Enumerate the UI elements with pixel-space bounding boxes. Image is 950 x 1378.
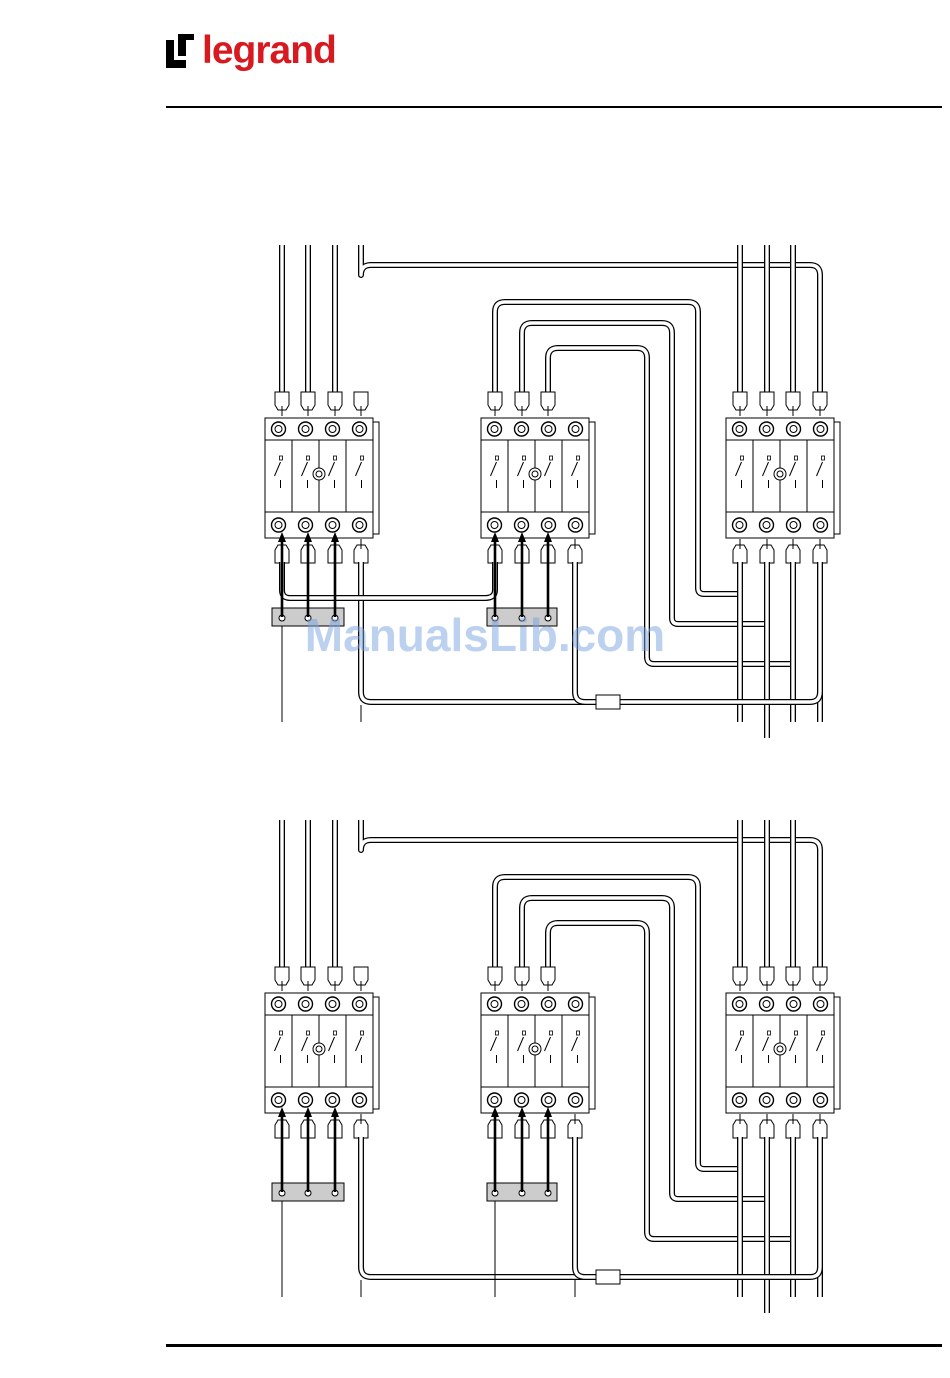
lower-wiring-diagram [265,820,840,1313]
neutral-connector [596,695,620,709]
cable-lug [354,392,368,416]
neutral-bridge-cable [361,245,820,392]
cable-lug [488,392,502,416]
cable-lug [328,392,342,416]
cable-lug [813,392,827,416]
cable-lug [813,1114,827,1138]
cable-lug [354,967,368,991]
cable-lug [275,967,289,991]
cable-lug [760,539,774,563]
upper-wiring-diagram [265,245,840,738]
cable-lug [733,1114,747,1138]
cable-lug [813,539,827,563]
neutral-return-cable [575,1137,596,1277]
cable-lug [786,392,800,416]
cable-lug [786,1114,800,1138]
cable-lug [786,967,800,991]
cable-lug [760,392,774,416]
cable-lug [733,967,747,991]
cable-lug [354,1114,368,1138]
neutral-return-cable [361,1137,596,1277]
watermark: ManualsLib.com [265,608,705,662]
breaker-right [726,418,840,538]
breaker-middle [481,993,595,1113]
cable-lug [301,967,315,991]
cable-lug [515,967,529,991]
neutral-bridge-cable [361,820,820,967]
breaker-right [726,993,840,1113]
footer-rule [166,1344,942,1347]
cable-lug [275,392,289,416]
cable-lug [760,967,774,991]
phase-bridge-cable [282,562,495,598]
cable-lug [515,392,529,416]
cable-lug [568,539,582,563]
cable-lug [488,967,502,991]
cable-lug [733,539,747,563]
cable-lug [786,539,800,563]
cable-lug [541,392,555,416]
cable-lug [354,539,368,563]
breaker-middle [481,418,595,538]
cable-lug [301,392,315,416]
cable-lug [813,967,827,991]
neutral-connector [596,1270,620,1284]
cable-lug [733,392,747,416]
cable-lug [328,967,342,991]
cable-lug [568,1114,582,1138]
breaker-left [265,993,379,1113]
cable-lug [760,1114,774,1138]
cable-lug [541,967,555,991]
breaker-left [265,418,379,538]
